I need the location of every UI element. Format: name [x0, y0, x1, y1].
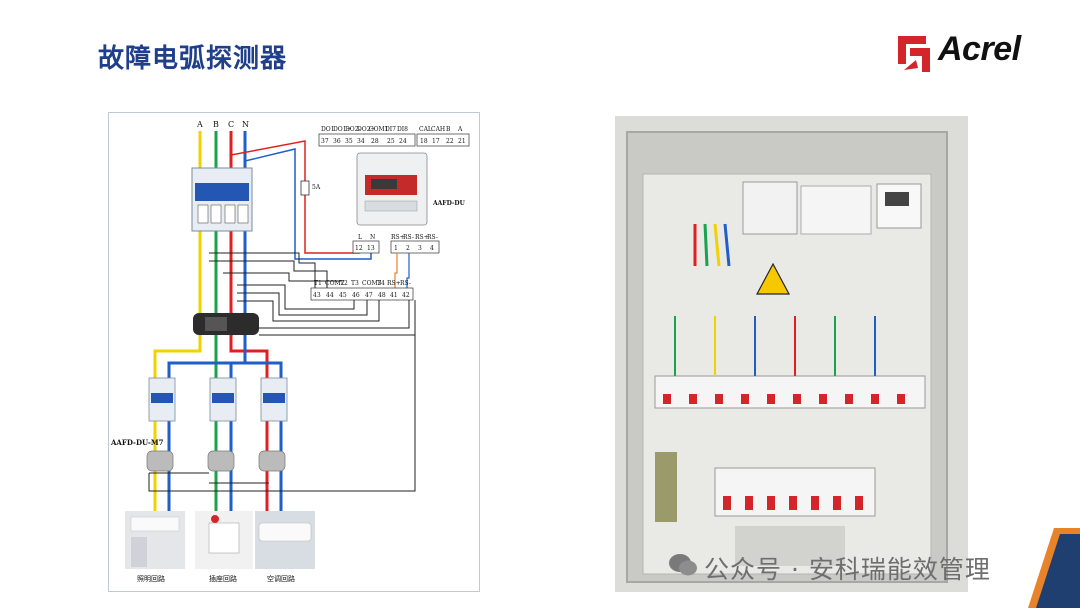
terminal-label: DO2+ — [357, 126, 376, 133]
circuit-label: 照明回路 — [137, 574, 165, 583]
terminal-label: DO2- — [345, 126, 361, 133]
ct-sensors — [146, 450, 286, 472]
terminal-number: 12 — [355, 245, 363, 252]
slide-title: 故障电弧探测器 — [98, 44, 288, 74]
terminal-label: RS+ — [387, 280, 401, 287]
terminal-label: DI7 — [385, 126, 396, 133]
terminal-number: 46 — [352, 292, 360, 299]
corner-decoration-bottom-right — [1028, 528, 1080, 608]
load-air-conditioner — [255, 511, 315, 569]
terminal-number: 22 — [446, 138, 454, 145]
aafd-du-device: AAFD-DU — [356, 152, 466, 226]
terminal-number: 17 — [432, 138, 440, 145]
fuse — [300, 180, 310, 196]
terminal-number: 25 — [387, 138, 395, 145]
distribution-cabinet-photo — [615, 116, 968, 592]
terminal-number: 42 — [402, 292, 410, 299]
sensor-model-label: AAFD-DU-M7 — [110, 438, 164, 447]
terminal-label: CAH — [431, 126, 445, 133]
terminal-label: DO1 — [321, 126, 335, 133]
terminal-label: L — [358, 234, 362, 241]
terminal-number: 1 — [394, 245, 398, 252]
device-terminals: L N 12 13 RS+ RS- RS+ RS- 1 2 3 4 — [352, 234, 440, 254]
terminal-label: COM1 — [369, 126, 388, 133]
phase-label: N — [242, 120, 249, 129]
terminal-label: T4 — [377, 280, 385, 287]
terminal-label: COM2 — [325, 280, 345, 287]
terminal-number: 28 — [371, 138, 379, 145]
terminal-label: DO1+ — [333, 126, 352, 133]
circuit-label: 空调回路 — [267, 574, 295, 583]
load-lighting — [125, 511, 185, 569]
arc-sensor-module — [193, 313, 259, 335]
terminal-number: 13 — [367, 245, 375, 252]
main-breaker — [191, 167, 253, 232]
terminal-number: 2 — [406, 245, 410, 252]
terminal-label: B — [446, 126, 451, 133]
terminal-number: 45 — [339, 292, 347, 299]
terminal-label: RS- — [427, 234, 438, 241]
phase-labels: A B C N — [196, 120, 249, 129]
terminal-number: 43 — [313, 292, 321, 299]
terminal-number: 24 — [399, 138, 407, 145]
ct-terminal-strip: T1 COM2 T2 T3 COM3 T4 RS+ RS- 43 44 45 4… — [310, 280, 414, 301]
terminal-number: 41 — [390, 292, 398, 299]
phase-label: B — [213, 120, 219, 129]
terminal-label: N — [370, 234, 375, 241]
top-terminal-strip: DO1 DO1+ DO2- DO2+ COM1 DI7 DI8 CAL CAH … — [318, 126, 470, 147]
wechat-icon — [669, 554, 697, 576]
terminal-number: 21 — [458, 138, 466, 145]
signal-wires — [148, 252, 416, 492]
terminal-number: 34 — [357, 138, 365, 145]
terminal-number: 18 — [420, 138, 428, 145]
terminal-label: RS+ — [415, 234, 429, 241]
terminal-label: RS+ — [391, 234, 405, 241]
terminal-number: 37 — [321, 138, 329, 145]
watermark-text: 公众号 · 安科瑞能效管理 — [704, 555, 991, 584]
circuit-label: 插座回路 — [209, 574, 237, 583]
terminal-label: T3 — [351, 280, 359, 287]
terminal-number: 47 — [365, 292, 373, 299]
terminal-number: 35 — [345, 138, 353, 145]
logo-text: Acrel — [938, 30, 1021, 68]
terminal-number: 36 — [333, 138, 341, 145]
phase-label: C — [228, 120, 234, 129]
terminal-label: RS- — [400, 280, 411, 287]
acrel-logo — [898, 36, 930, 72]
load-socket — [195, 511, 253, 569]
terminal-label: COM3 — [362, 280, 382, 287]
terminal-label: A — [457, 126, 463, 133]
terminal-number: 3 — [418, 245, 422, 252]
terminal-label: CAL — [419, 126, 432, 133]
terminal-label: T2 — [340, 280, 348, 287]
phase-label: A — [196, 120, 203, 129]
device-model-label: AAFD-DU — [432, 200, 466, 207]
terminal-label: RS- — [403, 234, 414, 241]
terminal-number: 4 — [430, 245, 434, 252]
terminal-label: DI8 — [397, 126, 408, 133]
wiring-diagram: A B C N 5A — [108, 112, 480, 592]
terminal-label: T1 — [314, 280, 322, 287]
fuse-label: 5A — [312, 184, 321, 191]
terminal-number: 48 — [378, 292, 386, 299]
branch-breakers — [148, 377, 288, 422]
terminal-number: 44 — [326, 292, 334, 299]
